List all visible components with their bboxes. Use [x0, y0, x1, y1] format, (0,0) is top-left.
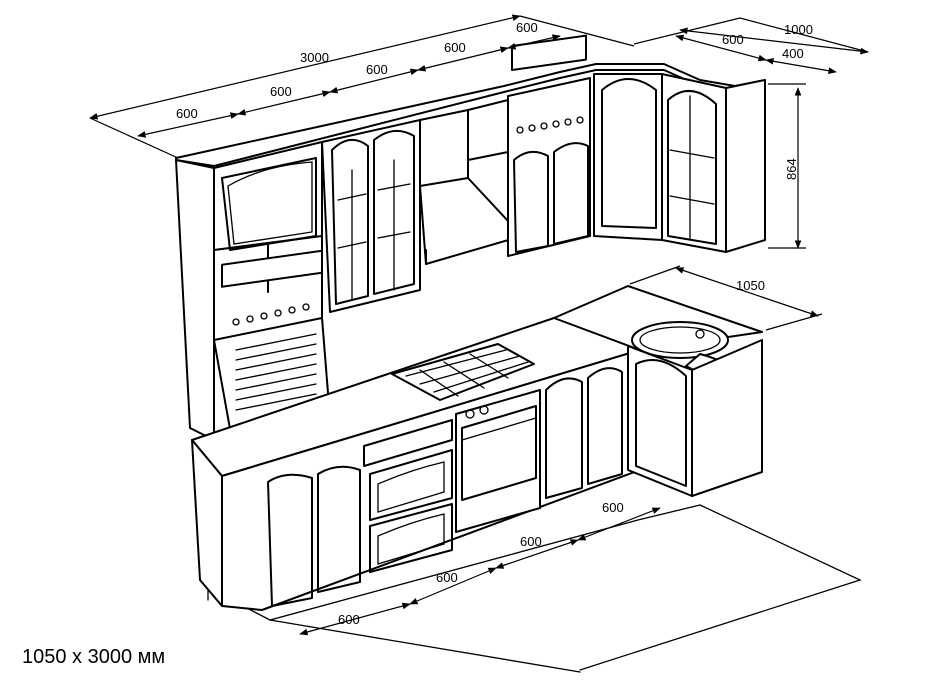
dim-height-label: 864	[784, 158, 799, 180]
dim-top-seg-1: 600	[176, 106, 198, 121]
dim-top-seg-4: 600	[444, 40, 466, 55]
dim-top-seg-2: 600	[270, 84, 292, 99]
dimension-top-total: 3000	[89, 14, 635, 159]
dim-bottom-seg-2: 600	[436, 570, 458, 585]
dimension-corner: 1000 600 400	[633, 17, 869, 75]
dim-corner-a: 600	[722, 32, 744, 47]
dimension-top-segments: 600 600 600 600 600	[137, 20, 561, 138]
base-cabinets	[191, 339, 763, 611]
balustrade-right	[516, 116, 584, 134]
dim-corner-b: 400	[782, 46, 804, 61]
dim-bottom-seg-1: 600	[338, 612, 360, 627]
dim-bottom-seg-3: 600	[520, 534, 542, 549]
dimension-bottom: 600 600 600 600	[299, 500, 661, 636]
dim-corner-total: 1000	[784, 22, 813, 37]
dim-bottom-seg-4: 600	[602, 500, 624, 515]
cooktop-grates	[405, 349, 529, 397]
diagram-caption: 1050 x 3000 мм	[22, 646, 166, 668]
dimension-height: 864	[768, 83, 806, 249]
dim-top-seg-5: 600	[516, 20, 538, 35]
balustrade-left	[232, 303, 310, 326]
dim-side-depth-label: 1050	[736, 278, 765, 293]
dim-top-seg-3: 600	[366, 62, 388, 77]
dim-top-total-label: 3000	[300, 50, 329, 65]
dimension-side-depth: 1050	[629, 265, 823, 331]
